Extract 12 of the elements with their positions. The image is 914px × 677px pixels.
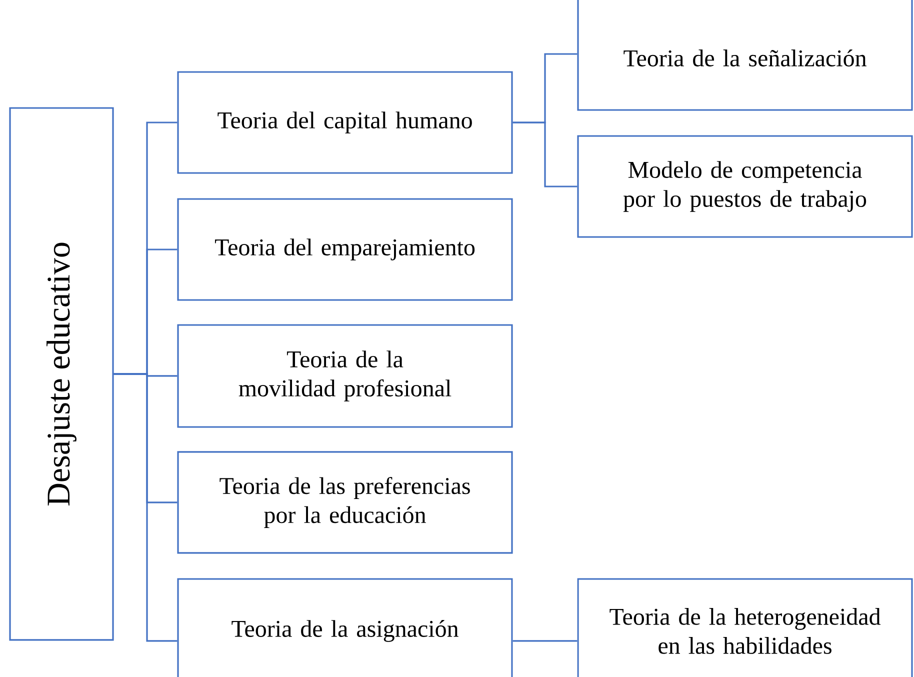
text-box: Teoria de la asignación (177, 578, 513, 677)
text-box: Teoria de las preferencias por la educación (177, 451, 513, 554)
text-box: Teoria del emparejamiento (177, 198, 513, 301)
text-box: Modelo de competencia por lo puestos de trabajo (577, 135, 913, 238)
text-box: Teoria de la heterogeneidad en las habilidades (577, 578, 913, 677)
text-box: Desajuste educativo (9, 107, 114, 641)
connector-line (512, 640, 578, 642)
connector-line (512, 122, 578, 188)
connector-line (114, 373, 178, 642)
text-box: Teoria del capital humano (177, 71, 513, 174)
text-box: Teoria de la movilidad profesional (177, 324, 513, 428)
text-box: Teoria de la señalización (577, 0, 913, 111)
